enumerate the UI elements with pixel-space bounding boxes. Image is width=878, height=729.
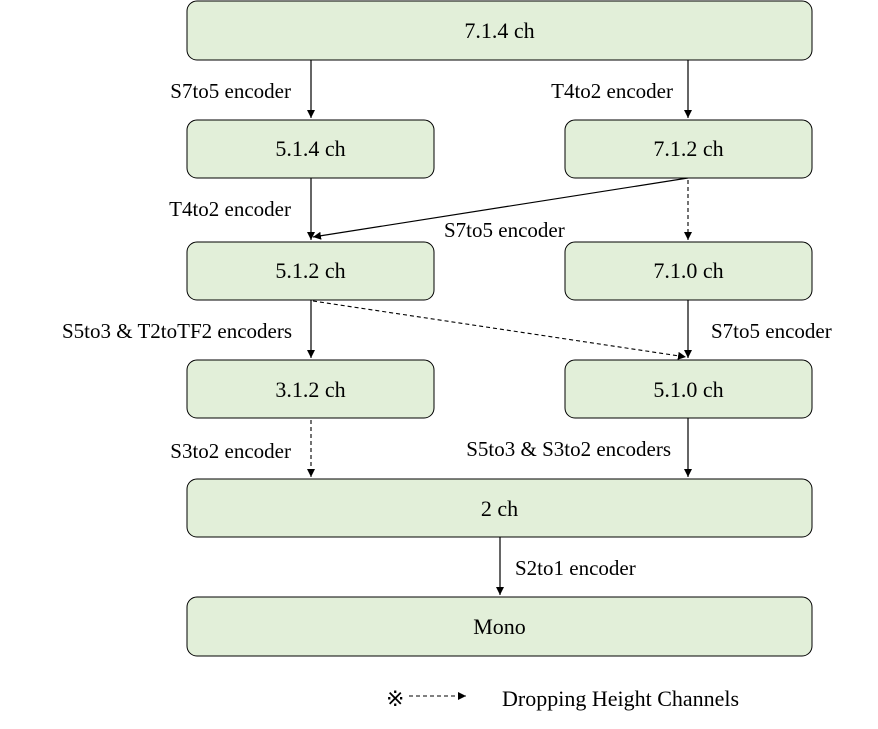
nodes: 7.1.4 ch 5.1.4 ch 7.1.2 ch 5.1.2 ch 7.1.… (186, 0, 813, 657)
node-5-1-0: 5.1.0 ch (564, 359, 813, 419)
node-mono-label: Mono (473, 614, 526, 639)
node-3-1-2: 3.1.2 ch (186, 359, 435, 419)
node-7-1-0: 7.1.0 ch (564, 241, 813, 301)
label-710-510: S7to5 encoder (711, 319, 832, 343)
label-2-mono: S2to1 encoder (515, 556, 636, 580)
node-7-1-0-label: 7.1.0 ch (653, 258, 723, 283)
legend: ※ Dropping Height Channels (386, 686, 739, 711)
node-2-ch-label: 2 ch (481, 496, 518, 521)
edge-712-to-512 (312, 177, 689, 240)
legend-label: Dropping Height Channels (502, 686, 739, 711)
label-714-712: T4to2 encoder (551, 79, 673, 103)
label-512-312: S5to3 & T2toTF2 encoders (62, 319, 292, 343)
label-514-512: T4to2 encoder (169, 197, 291, 221)
edges (307, 60, 692, 595)
node-5-1-4-label: 5.1.4 ch (275, 136, 345, 161)
node-2-ch: 2 ch (186, 478, 813, 538)
edge-labels: S7to5 encoder T4to2 encoder T4to2 encode… (62, 79, 832, 580)
label-312-2: S3to2 encoder (170, 439, 291, 463)
label-510-2: S5to3 & S3to2 encoders (466, 437, 671, 461)
node-5-1-2-label: 5.1.2 ch (275, 258, 345, 283)
node-7-1-4: 7.1.4 ch (186, 0, 813, 61)
node-7-1-2-label: 7.1.2 ch (653, 136, 723, 161)
legend-symbol: ※ (386, 686, 404, 711)
node-3-1-2-label: 3.1.2 ch (275, 377, 345, 402)
node-7-1-4-label: 7.1.4 ch (464, 18, 534, 43)
node-5-1-2: 5.1.2 ch (186, 241, 435, 301)
node-mono: Mono (186, 596, 813, 657)
label-714-514: S7to5 encoder (170, 79, 291, 103)
label-712-512: S7to5 encoder (444, 218, 565, 242)
node-5-1-4: 5.1.4 ch (186, 119, 435, 179)
edge-512-to-510-dashed (312, 300, 687, 360)
node-5-1-0-label: 5.1.0 ch (653, 377, 723, 402)
node-7-1-2: 7.1.2 ch (564, 119, 813, 179)
